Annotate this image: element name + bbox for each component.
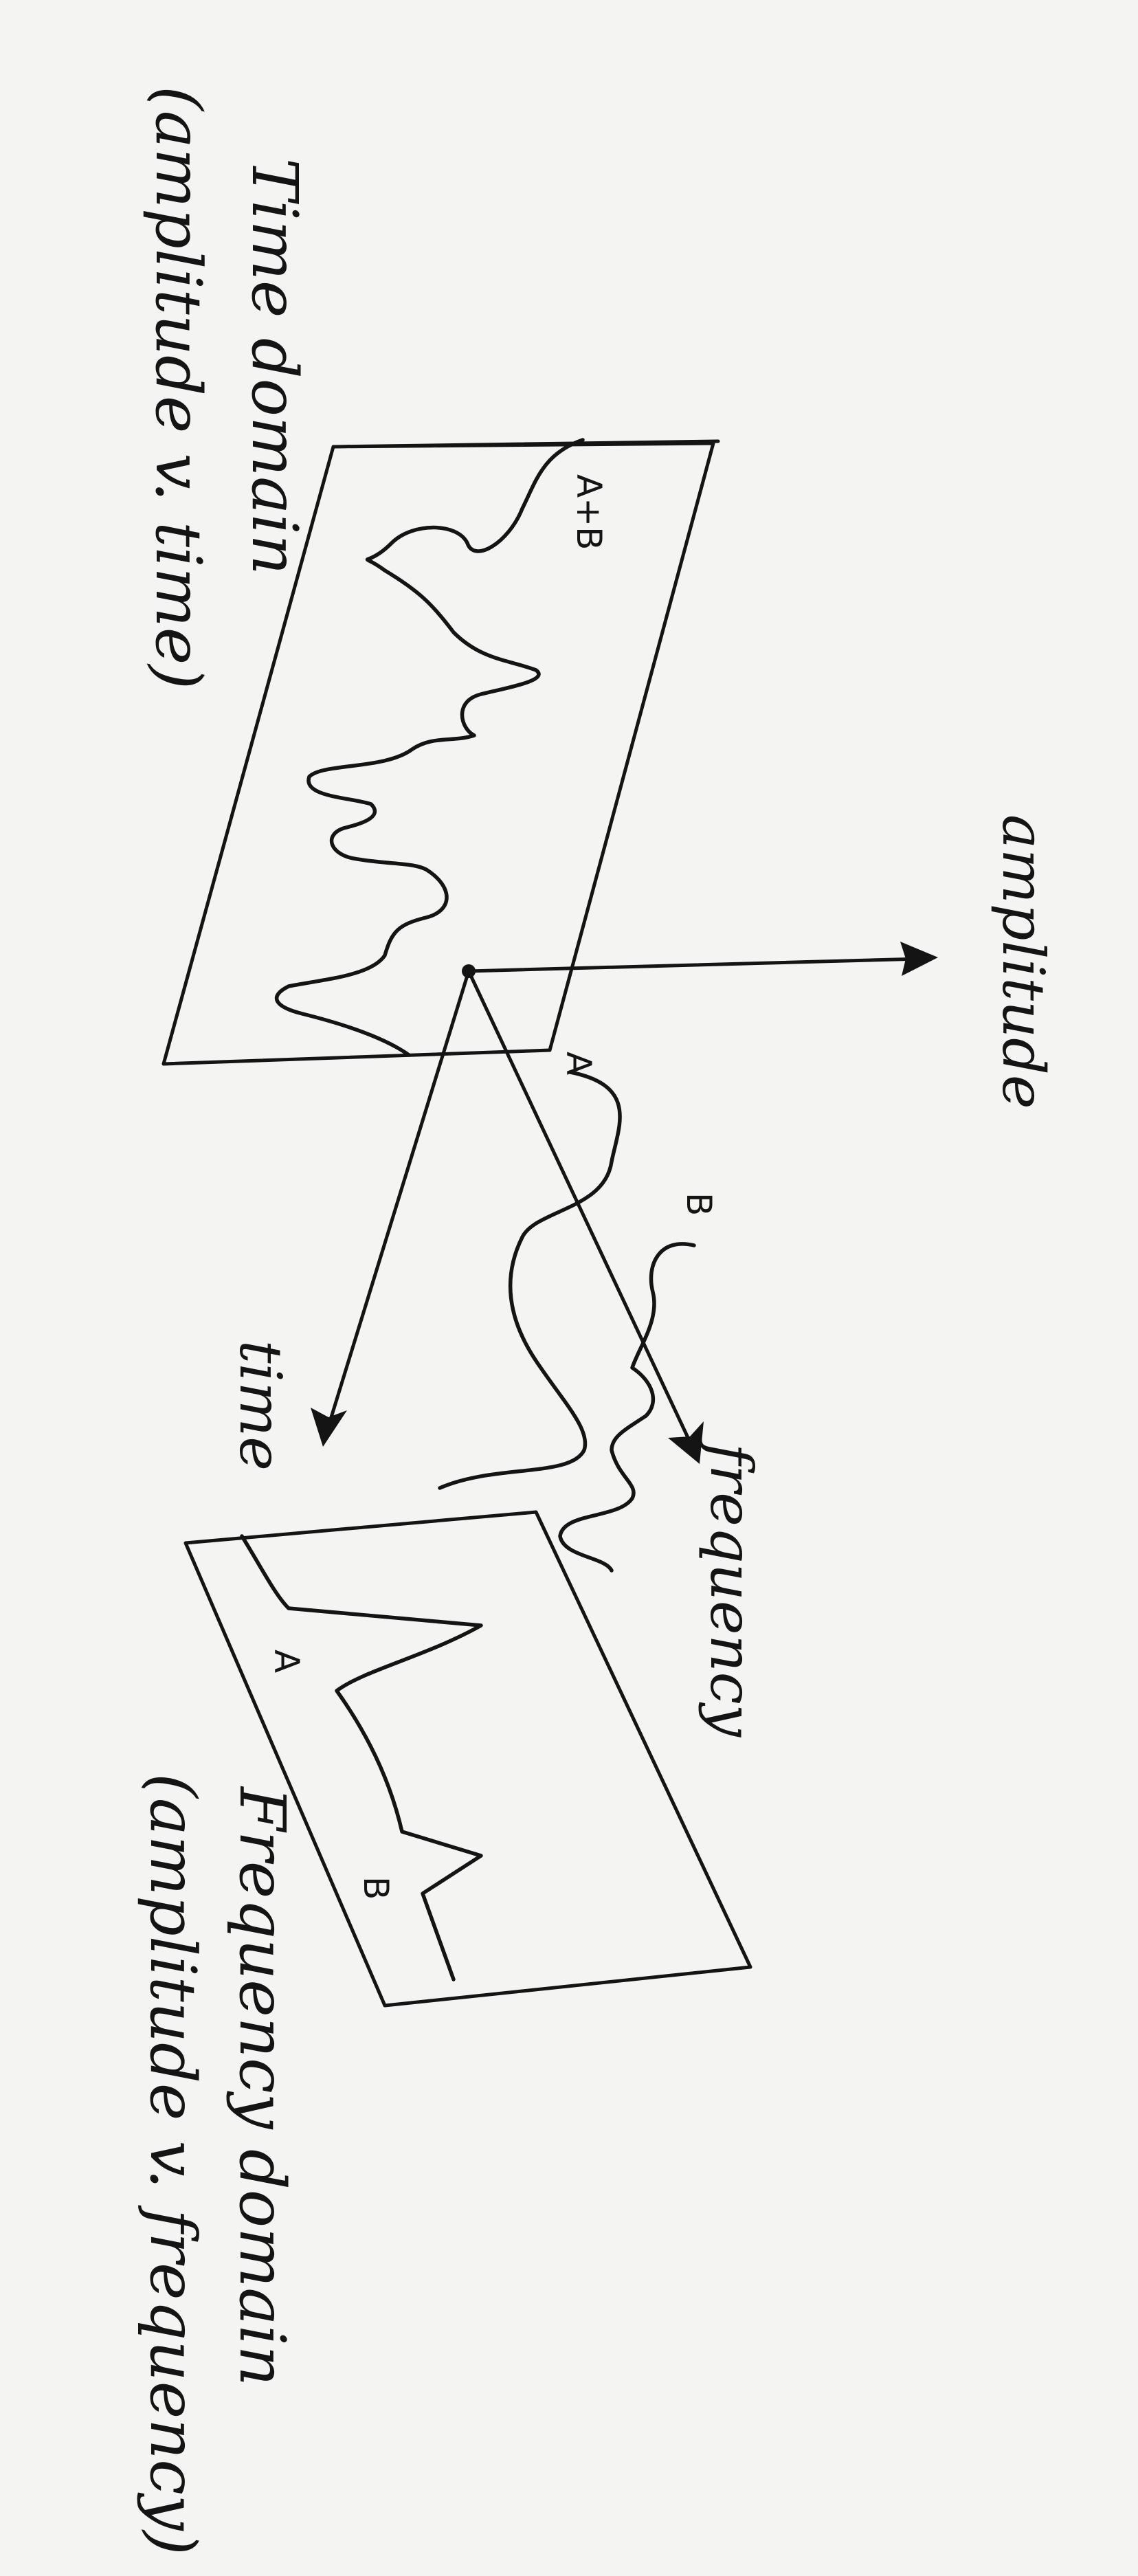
axes-group [311,942,938,1464]
frequency-domain-title: Frequency domain [225,1786,299,2386]
wave-a-label: A [559,1052,599,1075]
sum-wave-label: A+B [569,474,609,550]
time-axis-label: time [227,1340,294,1471]
amplitude-arrow-icon [900,942,938,976]
wave-a [438,1070,622,1490]
amplitude-axis [467,957,923,973]
time-arrow-icon [311,1408,347,1447]
combined-wave-a-plus-b [274,438,585,1057]
wave-b [558,1242,696,1573]
time-axis [326,969,471,1428]
time-domain-panel: A+B [161,438,720,1066]
amplitude-axis-label: amplitude [990,814,1057,1109]
spectrum-line [240,1534,483,1981]
frequency-domain-panel: A B [183,1510,752,2008]
wave-b-label: B [679,1192,719,1216]
peak-b-label: B [356,1876,396,1900]
frequency-axis-label: frequency [698,1439,765,1738]
frequency-domain-frame [183,1510,752,2008]
peak-a-label: A [267,1650,306,1673]
frequency-domain-subtitle: (amplitude v. frequency) [136,1773,210,2555]
component-waves: A B [438,1052,719,1573]
time-domain-subtitle: (amplitude v. time) [142,86,215,689]
frequency-axis [467,969,693,1445]
time-domain-frame [161,439,720,1066]
time-domain-title: Time domain [238,158,311,575]
frequency-arrow-icon [668,1421,704,1464]
